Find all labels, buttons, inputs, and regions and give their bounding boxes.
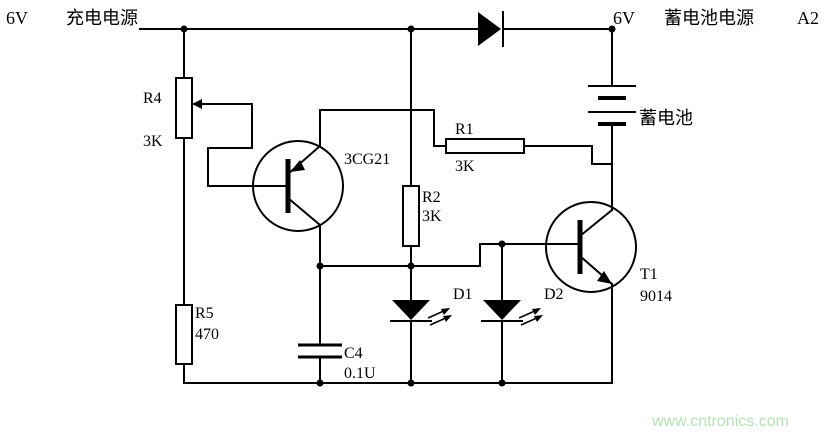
resistor-r4 xyxy=(175,77,202,139)
t1-model: 9014 xyxy=(640,288,672,305)
battery-symbol xyxy=(588,85,636,129)
junction-dot xyxy=(498,379,506,387)
junction-dot xyxy=(407,379,415,387)
watermark: www.cntronics.com xyxy=(651,413,789,430)
wires xyxy=(139,28,613,384)
r4-name: R4 xyxy=(143,90,162,107)
r4-value: 3K xyxy=(143,133,163,150)
diode-symbol xyxy=(478,11,504,47)
resistor-r1 xyxy=(445,138,525,154)
d1-name: D1 xyxy=(453,286,473,303)
junction-dot xyxy=(316,379,324,387)
q1-model: 3CG21 xyxy=(344,151,390,168)
led-d2 xyxy=(481,300,543,326)
supply-right-voltage: 6V xyxy=(613,8,635,28)
supply-right-tag: A2 xyxy=(797,8,819,28)
supply-left-voltage: 6V xyxy=(6,8,28,28)
wire-r1-to-battery xyxy=(523,145,613,165)
junction-dot xyxy=(498,240,506,248)
junction-dot xyxy=(316,262,324,270)
c4-name: C4 xyxy=(344,345,363,362)
supply-right-name: 蓄电池电源 xyxy=(664,8,754,29)
transistor-t1 xyxy=(544,201,637,293)
junction-dot xyxy=(407,262,415,270)
wire-wiper-to-base xyxy=(193,103,259,187)
r5-name: R5 xyxy=(195,305,214,322)
r1-value: 3K xyxy=(455,158,475,175)
wire-mid-node xyxy=(319,243,546,267)
junction-dot xyxy=(407,25,415,33)
r1-name: R1 xyxy=(455,121,474,138)
r2-value: 3K xyxy=(422,208,442,225)
junction-dot xyxy=(180,25,188,33)
led-d1 xyxy=(390,300,452,326)
t1-name: T1 xyxy=(640,266,658,283)
r5-value: 470 xyxy=(195,326,219,343)
capacitor-c4 xyxy=(298,343,342,359)
resistor-r5 xyxy=(175,304,193,365)
c4-value: 0.1U xyxy=(344,365,376,382)
r2-name: R2 xyxy=(422,189,441,206)
supply-left-name: 充电电源 xyxy=(66,8,138,29)
junctions xyxy=(180,25,616,387)
battery-label: 蓄电池 xyxy=(639,108,693,129)
transistor-q1 xyxy=(252,140,344,232)
wire-emitter-to-r1 xyxy=(319,109,447,147)
resistor-r2 xyxy=(402,185,420,247)
junction-dot xyxy=(608,25,616,33)
d2-name: D2 xyxy=(544,286,564,303)
